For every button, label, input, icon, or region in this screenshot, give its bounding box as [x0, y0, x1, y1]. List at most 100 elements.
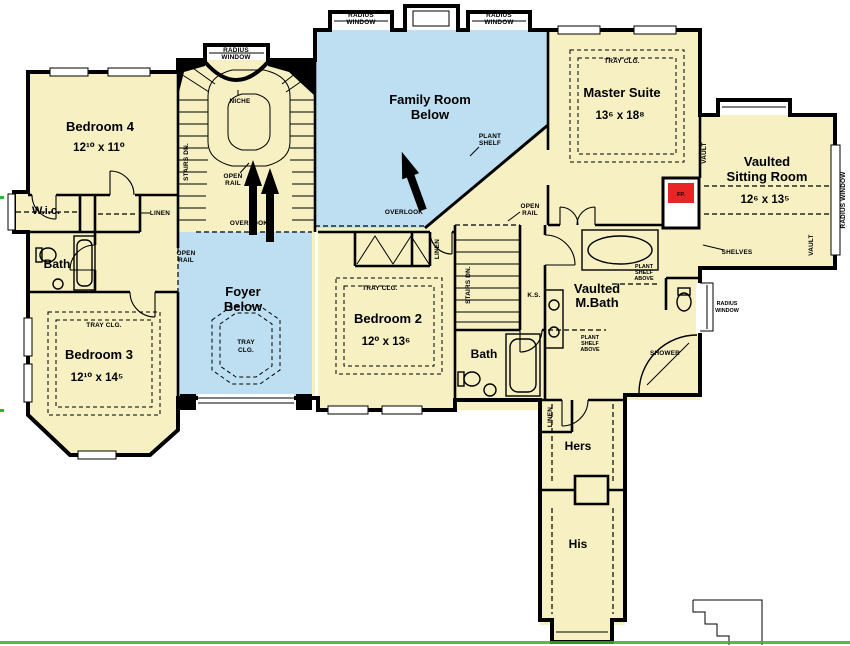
bedroom3-dims: 12¹⁰ x 14⁵ [71, 372, 124, 384]
bath-center-label: Bath [471, 347, 498, 361]
radius-window-label: RADIUS [486, 12, 512, 19]
his-bay-area [552, 620, 612, 640]
master-suite-label: Master Suite [583, 85, 660, 100]
overlook-label: OVERLOOK [230, 220, 268, 227]
ks-label: K.S. [527, 292, 540, 299]
shelves-label: SHELVES [722, 249, 753, 256]
view-arrows [244, 151, 427, 242]
tub-icon [73, 235, 96, 291]
linen-label: LINEN [434, 239, 441, 259]
family-room-label: Family Room [389, 92, 471, 107]
room-fills [14, 30, 835, 640]
wic-label: W.i.c. [32, 205, 60, 217]
arrow-up-icon [261, 168, 279, 242]
vanity-icon [544, 289, 564, 349]
fireplace-icon [668, 183, 694, 203]
master-bath-label2: M.Bath [575, 295, 618, 310]
radius-window-label-right: RADIUS WINDOW [840, 171, 847, 229]
toilet-icon [39, 247, 57, 263]
foyer-label2: Below [224, 299, 263, 314]
tray-ceiling-dashes [47, 49, 830, 416]
fixtures [35, 90, 725, 397]
sitting-area [700, 115, 835, 268]
sitting-room-label: Vaulted [744, 154, 790, 169]
bedroom4-dims: 12¹⁰ x 11⁰ [73, 142, 125, 154]
radius-window-label2: WINDOW [221, 54, 251, 61]
tray-clg-label: TRAY CLG. [362, 285, 398, 292]
tray-clg-label: TRAY [237, 339, 255, 346]
plant-shelf-label: PLANT [479, 133, 501, 140]
master-tub-icon [581, 229, 659, 271]
exterior-walls [12, 4, 837, 644]
plant-shelf-above-label2: SHELF [581, 341, 599, 347]
bedroom2-dims: 12⁰ x 13⁶ [362, 336, 411, 348]
foyer-below-open [178, 232, 312, 398]
toilet-icon [676, 292, 692, 312]
bedroom2-label: Bedroom 2 [354, 311, 422, 326]
radius-window-label2: WINDOW [715, 308, 740, 314]
vault-label: VAULT [808, 234, 815, 255]
plant-shelf-above-label: PLANT [581, 335, 600, 341]
fireplace-label: FP. [677, 192, 685, 198]
porch-column [180, 394, 196, 410]
sitting-room-label2: Sitting Room [727, 169, 808, 184]
open-rail-label: OPEN [177, 250, 196, 257]
closet-bifold-doors [356, 235, 430, 265]
radius-window-label: RADIUS [348, 12, 374, 19]
mbath-area [545, 225, 700, 400]
shower-icon [638, 334, 698, 394]
bath-left-label: Bath [44, 257, 71, 271]
curved-staircase [178, 60, 315, 221]
stairs-dn-label: STAIRS DN. [465, 266, 472, 304]
tray-clg-label2: CLG. [238, 347, 254, 354]
radius-window-label: RADIUS [717, 301, 738, 307]
arrow-up-icon [244, 160, 262, 235]
shower-label: SHOWER [650, 350, 680, 357]
porch-column [296, 394, 312, 410]
bedroom4-area [28, 72, 178, 292]
open-rail-label2: RAIL [225, 180, 241, 187]
family-room-below-open [315, 30, 548, 228]
plant-shelf-wall [424, 123, 549, 230]
master-bath-label: Vaulted [574, 281, 620, 296]
closet-wing-area [540, 390, 625, 625]
radius-window-label: RADIUS [223, 47, 249, 54]
open-rail-label: OPEN [521, 203, 540, 210]
sink-icon [483, 383, 497, 397]
sink-icon [52, 278, 64, 290]
scan-artifacts [0, 196, 850, 644]
bedroom2-bath-area [318, 232, 545, 410]
plant-shelf-above-label3: ABOVE [580, 347, 600, 353]
tray-clg-label: TRAY CLG. [604, 58, 640, 65]
bedroom4-label: Bedroom 4 [66, 119, 135, 134]
plant-shelf-above-label3: ABOVE [634, 276, 654, 282]
family-room-label2: Below [411, 107, 450, 122]
vault-label: VAULT [701, 142, 708, 163]
bedroom3-label: Bedroom 3 [65, 347, 133, 362]
open-rail-label: OPEN [224, 173, 243, 180]
hers-label: Hers [565, 439, 592, 453]
bedroom3-area [28, 292, 178, 455]
stairs-dn-label: STAIRS DN. [183, 143, 190, 181]
steps-outline [692, 599, 763, 645]
niche-label: NICHE [230, 98, 251, 105]
tub-icon [505, 333, 541, 397]
windows [7, 10, 841, 633]
linen-label: LINEN [547, 407, 554, 427]
foyer-label: Foyer [225, 284, 260, 299]
master-suite-dims: 13⁶ x 18⁸ [595, 110, 644, 122]
radius-window-label2: WINDOW [484, 19, 514, 26]
center-staircase [455, 239, 520, 323]
toilet-icon [463, 371, 481, 387]
his-label: His [569, 537, 588, 551]
plant-shelf-above-label: PLANT [635, 264, 654, 270]
labels: Bedroom 4 12¹⁰ x 11⁰ Bedroom 3 12¹⁰ x 14… [32, 12, 847, 551]
plant-shelf-above-label2: SHELF [635, 270, 653, 276]
linen-label: LINEN [150, 210, 170, 217]
radius-window-label2: WINDOW [346, 19, 376, 26]
tray-clg-label: TRAY CLG. [86, 322, 122, 329]
arrow-up-icon [401, 151, 427, 212]
overlook-label: OVERLOOK [385, 209, 423, 216]
